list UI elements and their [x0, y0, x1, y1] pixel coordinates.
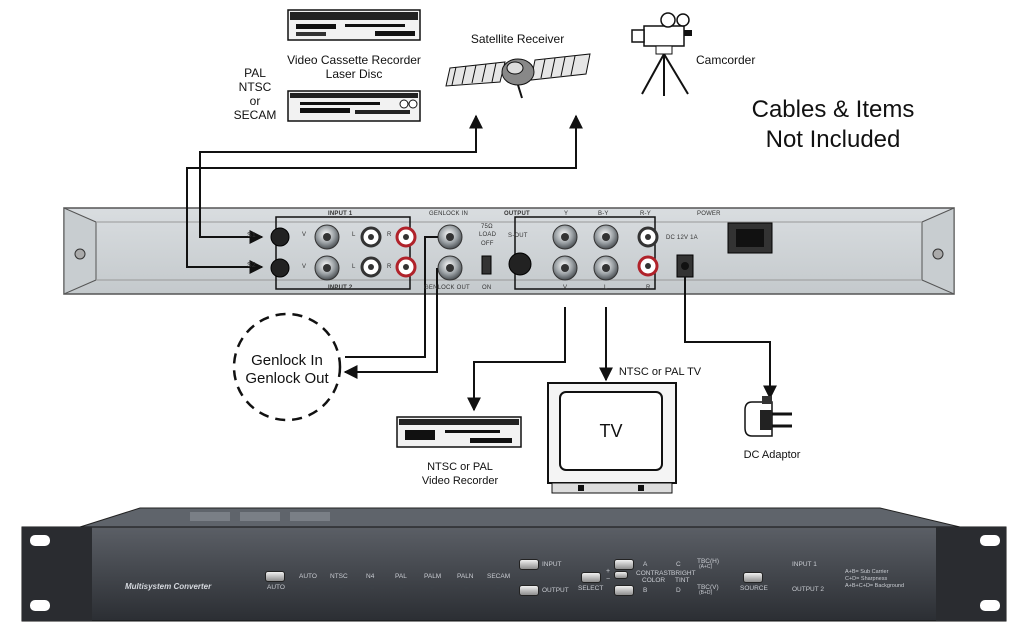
front-tbc-v-label: TBC(V)	[697, 584, 719, 591]
recorder-label-1: NTSC or PAL	[427, 461, 493, 473]
rear-output-label: OUTPUT	[504, 211, 530, 217]
satellite-icon	[445, 53, 591, 99]
rear-l2-label: L	[352, 264, 356, 270]
front-minus-label: −	[606, 576, 611, 583]
rear-v1-label: V	[302, 232, 307, 238]
standard-secam: SECAM	[233, 108, 277, 122]
front-brand-label: Multisystem Converter	[125, 582, 212, 591]
front-b-label: B	[643, 587, 648, 594]
led-palm-label: PALM	[424, 573, 442, 580]
dc-adaptor-label: DC Adaptor	[743, 449, 801, 461]
front-source-button[interactable]	[743, 572, 763, 583]
standard-or: or	[249, 94, 261, 108]
rear-out-l-label: L	[604, 285, 608, 291]
notice-line-2: Not Included	[765, 126, 901, 153]
camcorder-label: Camcorder	[696, 53, 756, 67]
rear-s-out-label: S-OUT	[508, 233, 528, 239]
front-b-button[interactable]	[614, 585, 634, 596]
front-input-button[interactable]	[519, 559, 539, 570]
front-tbc-h-sub: (A+C)	[699, 564, 713, 570]
camcorder-icon	[631, 12, 692, 96]
front-legend-2: C+D= Sharpness	[845, 576, 888, 582]
front-a-button[interactable]	[614, 559, 634, 570]
rear-on-label: ON	[482, 285, 492, 291]
genlock-out-label: Genlock Out	[245, 370, 329, 387]
satellite-label: Satellite Receiver	[470, 32, 565, 46]
front-select-label: SELECT	[578, 585, 604, 592]
front-plus-label: +	[606, 568, 611, 575]
rear-off-label: OFF	[481, 241, 494, 247]
rear-load-ohm: 75Ω	[481, 224, 493, 230]
rear-s1-label: S1	[247, 232, 256, 239]
dc-adaptor-plug	[744, 396, 792, 437]
rear-by-label: B-Y	[598, 211, 609, 217]
front-input-label: INPUT	[542, 561, 562, 568]
rear-input1-label: INPUT 1	[328, 211, 353, 217]
front-tbc-h-label: TBC(H)	[697, 558, 720, 565]
standard-pal: PAL	[244, 66, 266, 80]
front-select-button[interactable]	[581, 572, 601, 583]
rear-input2-label: INPUT 2	[328, 285, 353, 291]
front-source-label: SOURCE	[740, 585, 768, 592]
notice-line-1: Cables & Items	[751, 96, 915, 123]
vcr-device	[287, 9, 421, 41]
rear-y-label: Y	[564, 211, 569, 217]
rear-dc-label: DC 12V 1A	[666, 235, 698, 241]
tv-caption: NTSC or PAL TV	[618, 366, 702, 378]
front-output-button[interactable]	[519, 585, 539, 596]
front-output-label: OUTPUT	[542, 587, 569, 594]
front-tint-label: TINT	[675, 577, 690, 584]
vcr-label: Video Cassette Recorder	[287, 53, 421, 67]
front-input1-label: INPUT 1	[792, 561, 817, 568]
led-auto-label: AUTO	[299, 573, 317, 580]
rear-ry-label: R-Y	[640, 211, 651, 217]
standard-ntsc: NTSC	[238, 80, 272, 94]
front-plus-button[interactable]	[614, 571, 628, 579]
front-color-label: COLOR	[642, 577, 666, 584]
front-legend-1: A+B= Sub Carrier	[845, 569, 889, 575]
laser-disc-label: Laser Disc	[325, 67, 383, 81]
rear-load-label: LOAD	[479, 232, 497, 238]
front-auto-button-label: AUTO	[267, 584, 285, 591]
recorder-label-2: Video Recorder	[421, 475, 499, 487]
led-pal-label: PAL	[395, 573, 407, 580]
source-cables	[186, 114, 583, 274]
front-auto-button[interactable]	[265, 571, 285, 582]
rear-l1-label: L	[352, 232, 356, 238]
front-panel	[21, 507, 1007, 622]
genlock-in-label: Genlock In	[251, 352, 323, 369]
tv-device	[547, 382, 677, 494]
genlock-cables	[343, 236, 438, 379]
led-secam-label: SECAM	[487, 573, 511, 580]
tv-screen-label: TV	[599, 421, 623, 441]
genlock-device-circle	[232, 312, 342, 422]
front-d-label: D	[676, 587, 681, 594]
rear-v2-label: V	[302, 264, 307, 270]
rear-r1-label: R	[387, 232, 392, 238]
output-cables	[467, 277, 777, 412]
rear-panel	[63, 207, 955, 295]
front-c-label: C	[676, 561, 681, 568]
front-tbc-v-sub: (B+D)	[699, 590, 713, 596]
laser-disc-device	[287, 90, 421, 122]
front-bright-label: BRIGHT	[671, 570, 696, 577]
front-legend-3: A+B+C+D= Background	[845, 583, 905, 589]
rear-out-r-label: R	[646, 285, 651, 291]
rear-genlock-in-label: GENLOCK IN	[429, 211, 469, 217]
rear-out-v-label: V	[563, 285, 568, 291]
rear-genlock-out-label: GENLOCK OUT	[424, 285, 470, 291]
led-ntsc-label: NTSC	[330, 573, 348, 580]
led-paln-label: PALN	[457, 573, 474, 580]
led-n4-label: N4	[366, 573, 375, 580]
front-output2-label: OUTPUT 2	[792, 586, 825, 593]
rear-s2-label: S2	[247, 262, 256, 269]
rear-r2-label: R	[387, 264, 392, 270]
rear-power-label: POWER	[697, 211, 721, 217]
front-a-label: A	[643, 561, 648, 568]
front-contrast-label: CONTRAST	[636, 570, 672, 577]
video-recorder-device	[396, 416, 522, 448]
